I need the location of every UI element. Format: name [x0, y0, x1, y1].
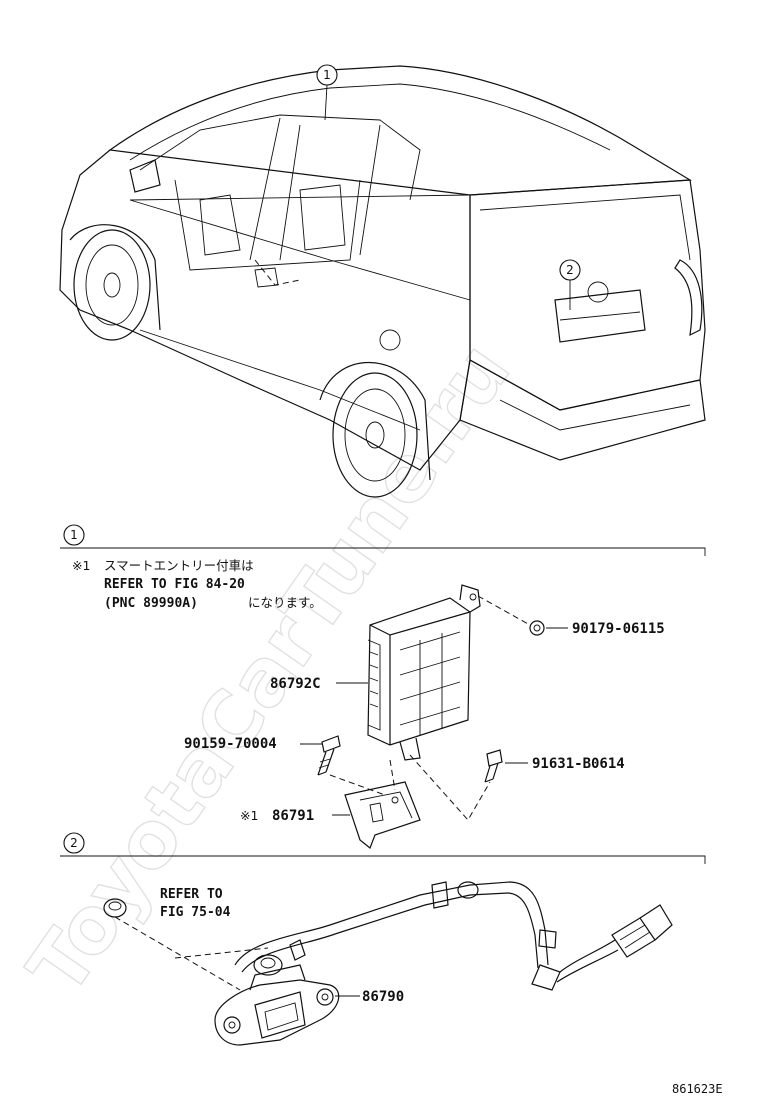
svg-text:2: 2: [566, 263, 574, 277]
switch-86790: [214, 964, 340, 1046]
bolt-90159: [317, 735, 341, 776]
screw-91631: [484, 749, 503, 783]
part-label-86790: 86790: [362, 989, 404, 1005]
note-line-2: REFER TO FIG 84-20: [104, 577, 245, 592]
refer-line-2: FIG 75-04: [160, 905, 231, 920]
watermark: ToyotaCarTune.ru: [12, 327, 528, 1010]
refer-line-1: REFER TO: [160, 887, 223, 902]
svg-text:2: 2: [70, 836, 78, 850]
vehicle-illustration: [59, 65, 706, 498]
nut-90179: [529, 620, 545, 636]
part-label-86791: 86791: [272, 808, 314, 824]
ecu-86792c: [367, 584, 481, 761]
wire-harness: [234, 881, 673, 991]
part-mark-86791: ※1: [240, 808, 258, 823]
svg-text:1: 1: [323, 68, 331, 82]
callout-1-car: 1: [316, 64, 338, 121]
note-line-3: (PNC 89990A): [104, 596, 198, 611]
part-label-90159-70004: 90159-70004: [184, 736, 277, 752]
figure-code: 861623E: [672, 1082, 723, 1096]
bracket-86791: [344, 781, 421, 849]
callout-2-car: 2: [559, 259, 581, 310]
section-2: 2 REFER TO FIG 75-04: [60, 832, 706, 1046]
note-mark: ※1: [72, 558, 90, 573]
section-1: 1 ※1 スマートエントリー付車は REFER TO FIG 84-20 (PN…: [60, 524, 706, 849]
svg-text:1: 1: [70, 528, 78, 542]
part-label-90179-06115: 90179-06115: [572, 621, 665, 637]
note-line-3-jp: になります。: [248, 595, 322, 610]
note-line-1: スマートエントリー付車は: [104, 558, 254, 573]
part-label-91631-b0614: 91631-B0614: [532, 756, 625, 772]
part-label-86792c: 86792C: [270, 676, 321, 692]
